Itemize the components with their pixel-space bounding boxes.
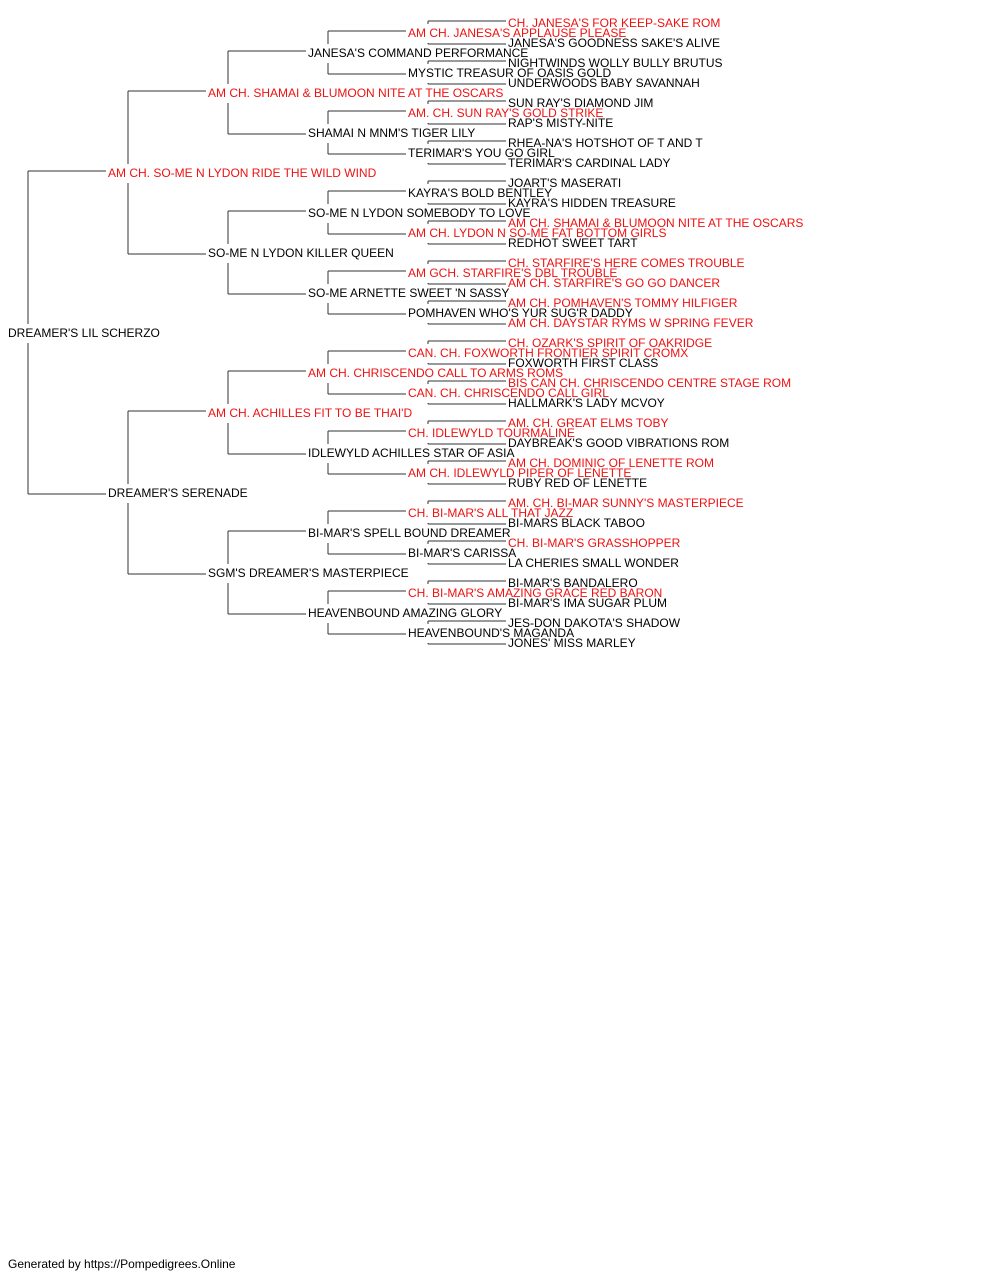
ggg-grandparent-name: BI-MARS BLACK TABOO	[508, 516, 645, 530]
gg-grandparent-name: CH. BI-MAR'S ALL THAT JAZZ	[408, 506, 574, 520]
great-grandparent-name: SO-ME N LYDON SOMEBODY TO LOVE	[308, 206, 531, 220]
parent-name: AM CH. SO-ME N LYDON RIDE THE WILD WIND	[108, 166, 377, 180]
grandparent-name: SO-ME N LYDON KILLER QUEEN	[208, 246, 394, 260]
ggg-grandparent-name: JANESA'S GOODNESS SAKE'S ALIVE	[508, 36, 720, 50]
gg-grandparent-name: MYSTIC TREASUR OF OASIS GOLD	[408, 66, 612, 80]
ggg-grandparent-name: AM CH. SHAMAI & BLUMOON NITE AT THE OSCA…	[508, 216, 804, 230]
gg-grandparent-name: CH. IDLEWYLD TOURMALINE	[408, 426, 575, 440]
grandparent-name: AM CH. ACHILLES FIT TO BE THAI'D	[208, 406, 413, 420]
great-grandparent-name: JANESA'S COMMAND PERFORMANCE	[308, 46, 529, 60]
ggg-grandparent-name: CH. OZARK'S SPIRIT OF OAKRIDGE	[508, 336, 713, 350]
ggg-grandparent-name: SUN RAY'S DIAMOND JIM	[508, 96, 654, 110]
great-grandparent-name: AM CH. CHRISCENDO CALL TO ARMS ROMS	[308, 366, 564, 380]
gg-grandparent-name: AM CH. JANESA'S APPLAUSE PLEASE	[408, 26, 627, 40]
ggg-grandparent-name: REDHOT SWEET TART	[508, 236, 638, 250]
ggg-grandparent-name: AM CH. DAYSTAR RYMS W SPRING FEVER	[508, 316, 754, 330]
ggg-grandparent-name: AM CH. STARFIRE'S GO GO DANCER	[508, 276, 721, 290]
great-grandparent-name: SHAMAI N MNM'S TIGER LILY	[308, 126, 476, 140]
ggg-grandparent-name: AM CH. POMHAVEN'S TOMMY HILFIGER	[508, 296, 738, 310]
subject-name: DREAMER'S LIL SCHERZO	[8, 326, 160, 340]
gg-grandparent-name: AM CH. LYDON N SO-ME FAT BOTTOM GIRLS	[408, 226, 667, 240]
ggg-grandparent-name: TERIMAR'S CARDINAL LADY	[508, 156, 671, 170]
ggg-grandparent-name: JOART'S MASERATI	[508, 176, 622, 190]
ggg-grandparent-name: LA CHERIES SMALL WONDER	[508, 556, 679, 570]
grandparent-name: AM CH. SHAMAI & BLUMOON NITE AT THE OSCA…	[208, 86, 504, 100]
great-grandparent-name: IDLEWYLD ACHILLES STAR OF ASIA	[308, 446, 515, 460]
parent-name: DREAMER'S SERENADE	[108, 486, 248, 500]
ggg-grandparent-name: UNDERWOODS BABY SAVANNAH	[508, 76, 700, 90]
ggg-grandparent-name: BI-MAR'S BANDALERO	[508, 576, 638, 590]
ggg-grandparent-name: BI-MAR'S IMA SUGAR PLUM	[508, 596, 667, 610]
footer-credit: Generated by https://Pompedigrees.Online	[8, 1257, 236, 1271]
gg-grandparent-name: KAYRA'S BOLD BENTLEY	[408, 186, 553, 200]
ggg-grandparent-name: FOXWORTH FIRST CLASS	[508, 356, 659, 370]
gg-grandparent-name: CAN. CH. CHRISCENDO CALL GIRL	[408, 386, 609, 400]
ggg-grandparent-name: RHEA-NA'S HOTSHOT OF T AND T	[508, 136, 703, 150]
great-grandparent-name: SO-ME ARNETTE SWEET 'N SASSY	[308, 286, 510, 300]
ggg-grandparent-name: JONES' MISS MARLEY	[508, 636, 636, 650]
gg-grandparent-name: AM. CH. SUN RAY'S GOLD STRIKE	[408, 106, 604, 120]
ggg-grandparent-name: HALLMARK'S LADY MCVOY	[508, 396, 665, 410]
ggg-grandparent-name: AM. CH. BI-MAR SUNNY'S MASTERPIECE	[508, 496, 744, 510]
gg-grandparent-name: CH. BI-MAR'S AMAZING GRACE RED BARON	[408, 586, 663, 600]
ggg-grandparent-name: CH. STARFIRE'S HERE COMES TROUBLE	[508, 256, 745, 270]
ggg-grandparent-name: CH. JANESA'S FOR KEEP-SAKE ROM	[508, 16, 721, 30]
ggg-grandparent-name: NIGHTWINDS WOLLY BULLY BRUTUS	[508, 56, 723, 70]
great-grandparent-name: HEAVENBOUND AMAZING GLORY	[308, 606, 503, 620]
gg-grandparent-name: HEAVENBOUND'S MAGANDA	[408, 626, 575, 640]
ggg-grandparent-name: AM CH. DOMINIC OF LENETTE ROM	[508, 456, 715, 470]
gg-grandparent-name: CAN. CH. FOXWORTH FRONTIER SPIRIT CROMX	[408, 346, 689, 360]
ggg-grandparent-name: RUBY RED OF LENETTE	[508, 476, 648, 490]
gg-grandparent-name: TERIMAR'S YOU GO GIRL	[408, 146, 555, 160]
gg-grandparent-name: AM GCH. STARFIRE'S DBL TROUBLE	[408, 266, 618, 280]
grandparent-name: SGM'S DREAMER'S MASTERPIECE	[208, 566, 409, 580]
ggg-grandparent-name: DAYBREAK'S GOOD VIBRATIONS ROM	[508, 436, 730, 450]
ggg-grandparent-name: KAYRA'S HIDDEN TREASURE	[508, 196, 676, 210]
ggg-grandparent-name: AM. CH. GREAT ELMS TOBY	[508, 416, 669, 430]
ggg-grandparent-name: JES-DON DAKOTA'S SHADOW	[508, 616, 681, 630]
ggg-grandparent-name: BIS CAN CH. CHRISCENDO CENTRE STAGE ROM	[508, 376, 792, 390]
ggg-grandparent-name: RAP'S MISTY-NITE	[508, 116, 614, 130]
gg-grandparent-name: AM CH. IDLEWYLD PIPER OF LENETTE	[408, 466, 632, 480]
gg-grandparent-name: POMHAVEN WHO'S YUR SUG'R DADDY	[408, 306, 633, 320]
ggg-grandparent-name: CH. BI-MAR'S GRASSHOPPER	[508, 536, 681, 550]
gg-grandparent-name: BI-MAR'S CARISSA	[408, 546, 517, 560]
great-grandparent-name: BI-MAR'S SPELL BOUND DREAMER	[308, 526, 511, 540]
